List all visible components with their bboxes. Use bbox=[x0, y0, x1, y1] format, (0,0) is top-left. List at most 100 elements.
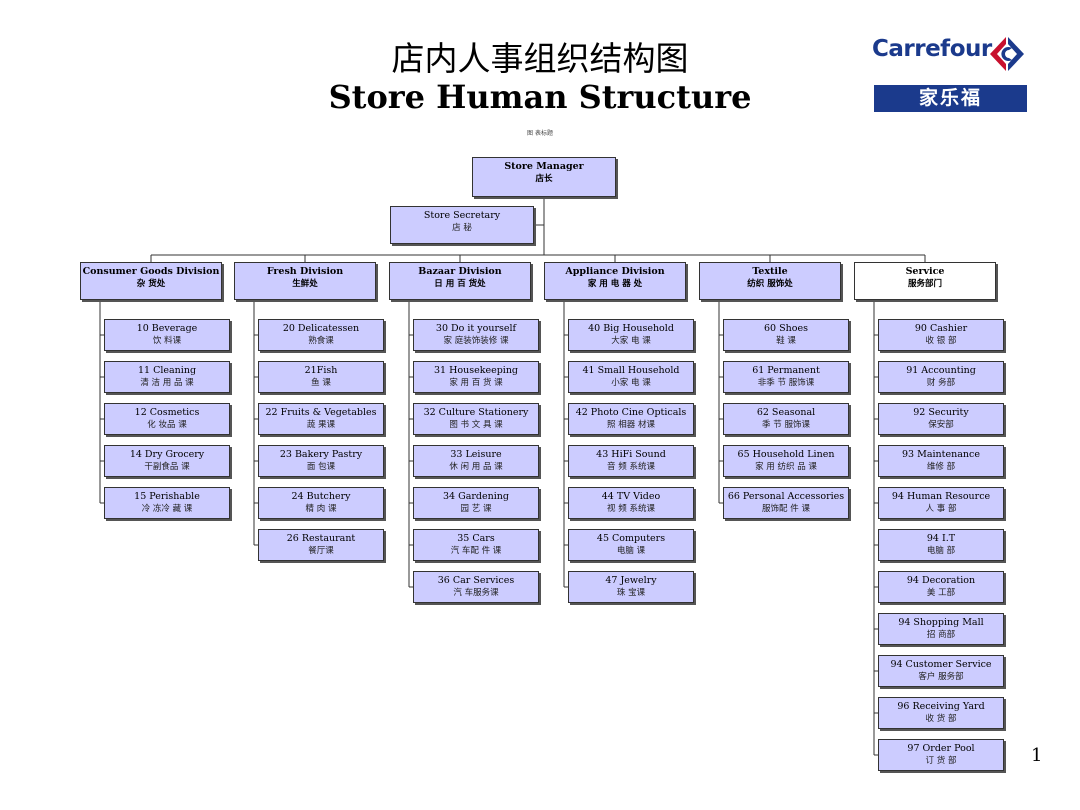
department-5-1-label: 91 Accounting bbox=[906, 365, 976, 376]
department-1-1-label: 21Fish bbox=[304, 365, 338, 376]
store-manager-label: Store Manager bbox=[504, 161, 584, 172]
department-0-4-label-cn: 冷 冻冷 藏 课 bbox=[141, 504, 193, 514]
department-3-3-label: 43 HiFi Sound bbox=[596, 449, 666, 460]
department-5-5: 94 I.T 电脑 部 bbox=[878, 529, 1004, 561]
department-1-3-label-cn: 面 包课 bbox=[306, 462, 336, 472]
department-5-2-label: 92 Security bbox=[913, 407, 969, 418]
division-4-label: Textile bbox=[752, 266, 788, 277]
department-0-0-label-cn: 饮 料课 bbox=[152, 336, 182, 346]
department-5-8: 94 Customer Service 客户 服务部 bbox=[878, 655, 1004, 687]
department-5-1: 91 Accounting 财 务部 bbox=[878, 361, 1004, 393]
page-title-chinese: 店内人事组织结构图 bbox=[391, 39, 689, 78]
department-1-4-label: 24 Butchery bbox=[291, 491, 351, 502]
department-5-1-label-cn: 财 务部 bbox=[926, 378, 956, 388]
department-5-8-label-cn: 客户 服务部 bbox=[918, 672, 964, 682]
department-5-3-label-cn: 维修 部 bbox=[926, 462, 956, 472]
department-0-3-label: 14 Dry Grocery bbox=[129, 449, 205, 460]
division-4-label-cn: 纺织 服饰处 bbox=[747, 279, 793, 289]
department-2-5-label-cn: 汽 车配 件 课 bbox=[450, 546, 502, 556]
department-2-6-label: 36 Car Services bbox=[437, 575, 515, 586]
department-1-1-label-cn: 鱼 课 bbox=[311, 378, 331, 388]
department-5-4-label: 94 Human Resource bbox=[891, 491, 991, 502]
department-2-5: 35 Cars 汽 车配 件 课 bbox=[413, 529, 539, 561]
department-5-7-label-cn: 招 商部 bbox=[926, 630, 956, 640]
department-1-3-label: 23 Bakery Pastry bbox=[279, 449, 363, 460]
chart-caption: 图 表标题 bbox=[527, 130, 553, 137]
department-1-0-label-cn: 熟食课 bbox=[308, 336, 334, 346]
department-2-4-label: 34 Gardening bbox=[443, 491, 509, 502]
division-4: Textile 纺织 服饰处 bbox=[699, 262, 841, 300]
department-4-4: 66 Personal Accessories 服饰配 件 课 bbox=[723, 487, 849, 519]
department-5-6-label: 94 Decoration bbox=[906, 575, 976, 586]
department-2-4: 34 Gardening 园 艺 课 bbox=[413, 487, 539, 519]
page-number: 1 bbox=[1031, 745, 1043, 766]
department-2-5-label: 35 Cars bbox=[457, 533, 495, 544]
department-5-7-label: 94 Shopping Mall bbox=[898, 617, 984, 628]
store-secretary-label: Store Secretary bbox=[423, 210, 501, 221]
department-5-4-label-cn: 人 事 部 bbox=[925, 504, 957, 514]
department-0-2-label: 12 Cosmetics bbox=[134, 407, 200, 418]
department-1-1: 21Fish 鱼 课 bbox=[258, 361, 384, 393]
department-5-10: 97 Order Pool 订 货 部 bbox=[878, 739, 1004, 771]
department-3-0-label-cn: 大家 电 课 bbox=[611, 336, 651, 346]
division-5-label-cn: 服务部门 bbox=[907, 279, 942, 289]
department-2-4-label-cn: 园 艺 课 bbox=[460, 504, 492, 514]
department-2-6-label-cn: 汽 车服务课 bbox=[453, 588, 499, 598]
store-secretary-label-cn: 店 秘 bbox=[452, 223, 472, 233]
department-5-3: 93 Maintenance 维修 部 bbox=[878, 445, 1004, 477]
department-4-0-label: 60 Shoes bbox=[764, 323, 808, 334]
department-2-6: 36 Car Services 汽 车服务课 bbox=[413, 571, 539, 603]
department-5-7: 94 Shopping Mall 招 商部 bbox=[878, 613, 1004, 645]
department-5-10-label: 97 Order Pool bbox=[907, 743, 975, 754]
department-5-0-label-cn: 收 银 部 bbox=[925, 336, 957, 346]
division-2-label-cn: 日 用 百 货处 bbox=[434, 279, 486, 289]
department-3-2-label: 42 Photo Cine Opticals bbox=[575, 407, 687, 418]
department-3-6-label: 47 Jewelry bbox=[605, 575, 657, 586]
department-1-3: 23 Bakery Pastry 面 包课 bbox=[258, 445, 384, 477]
department-4-4-label: 66 Personal Accessories bbox=[727, 491, 845, 502]
department-5-5-label: 94 I.T bbox=[926, 533, 956, 544]
department-5-5-label-cn: 电脑 部 bbox=[926, 546, 956, 556]
division-3-label: Appliance Division bbox=[565, 266, 665, 277]
division-1-label: Fresh Division bbox=[266, 266, 344, 277]
department-3-4-label: 44 TV Video bbox=[601, 491, 661, 502]
department-3-4-label-cn: 视 频 系统课 bbox=[607, 504, 655, 514]
department-5-10-label-cn: 订 货 部 bbox=[925, 756, 957, 766]
department-2-1-label-cn: 家 用 百 货 课 bbox=[449, 378, 503, 388]
department-0-1-label: 11 Cleaning bbox=[137, 365, 197, 376]
department-1-2-label-cn: 蔬 果课 bbox=[306, 420, 336, 430]
store-secretary-box: Store Secretary 店 秘 bbox=[390, 206, 534, 244]
department-2-1-label: 31 Housekeeping bbox=[433, 365, 519, 376]
department-0-1-label-cn: 清 洁 用 品 课 bbox=[140, 378, 194, 388]
division-3: Appliance Division 家 用 电 器 处 bbox=[544, 262, 686, 300]
department-4-1-label-cn: 非季 节 服饰课 bbox=[757, 378, 815, 388]
department-0-3-label-cn: 干副食品 课 bbox=[144, 462, 190, 472]
department-0-3: 14 Dry Grocery 干副食品 课 bbox=[104, 445, 230, 477]
department-1-5-label: 26 Restaurant bbox=[286, 533, 356, 544]
department-4-4-label-cn: 服饰配 件 课 bbox=[762, 504, 810, 514]
department-5-3-label: 93 Maintenance bbox=[902, 449, 980, 460]
division-3-label-cn: 家 用 电 器 处 bbox=[587, 279, 643, 289]
department-5-8-label: 94 Customer Service bbox=[890, 659, 992, 670]
department-0-1: 11 Cleaning 清 洁 用 品 课 bbox=[104, 361, 230, 393]
